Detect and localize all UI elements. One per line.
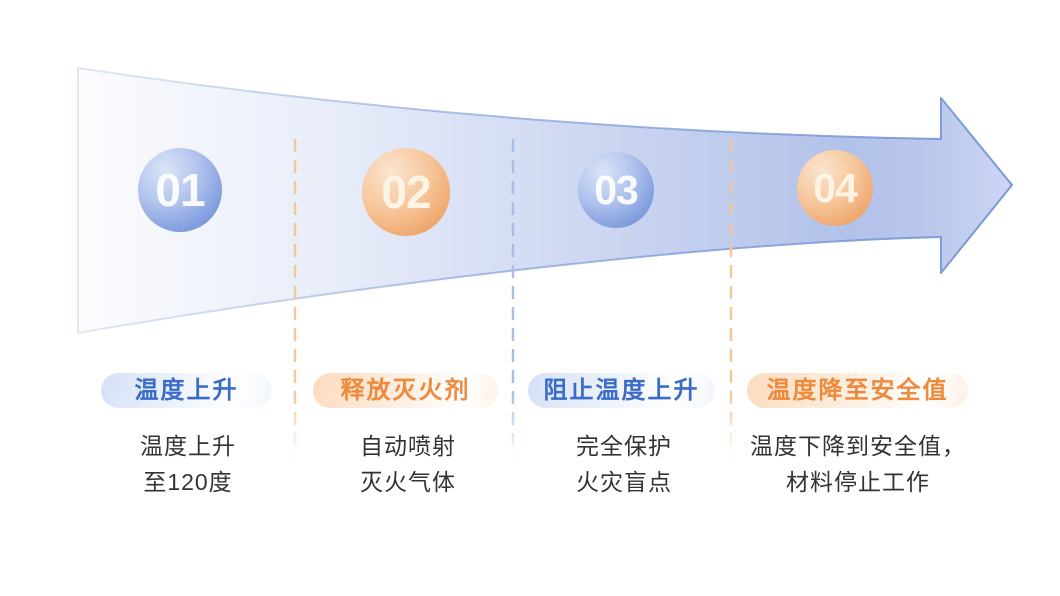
step-1-label: 温度上升 [134,377,239,404]
step-4-description-line-2: 材料停止工作 [786,469,930,495]
step-4-number: 04 [813,164,858,211]
step-2-number: 02 [381,166,431,218]
step-2-label: 释放灭火剂 [340,377,471,404]
step-3-number: 03 [594,166,639,213]
step-3-number-circle: 03 [578,152,654,228]
step-3-label-pill: 阻止温度上升 [528,373,715,408]
step-4-label: 温度降至安全值 [766,377,949,404]
step-1-description-line-2: 至120度 [143,469,233,495]
step-2-description: 自动喷射 灭火气体 [278,428,538,500]
step-4-description: 温度下降到安全值， 材料停止工作 [728,428,988,500]
tapered-arrow-shape [77,67,1013,334]
step-2-label-pill: 释放灭火剂 [313,373,498,408]
step-1-number: 01 [155,164,205,216]
step-3-label: 阻止温度上升 [543,377,700,404]
step-2-description-line-2: 灭火气体 [360,469,456,495]
step-2-description-line-1: 自动喷射 [360,433,456,459]
step-3-description: 完全保护 火灾盲点 [494,428,754,500]
step-1-description: 温度上升 至120度 [58,428,318,500]
step-3-description-line-2: 火灾盲点 [576,469,672,495]
step-1-label-pill: 温度上升 [101,373,272,408]
step-3-description-line-1: 完全保护 [576,433,672,459]
step-4-description-line-1: 温度下降到安全值， [750,433,966,459]
step-4-label-pill: 温度降至安全值 [747,373,968,408]
step-1-number-circle: 01 [138,148,222,232]
step-1-description-line-1: 温度上升 [140,433,236,459]
step-2-number-circle: 02 [362,148,450,236]
step-4-number-circle: 04 [797,150,873,226]
